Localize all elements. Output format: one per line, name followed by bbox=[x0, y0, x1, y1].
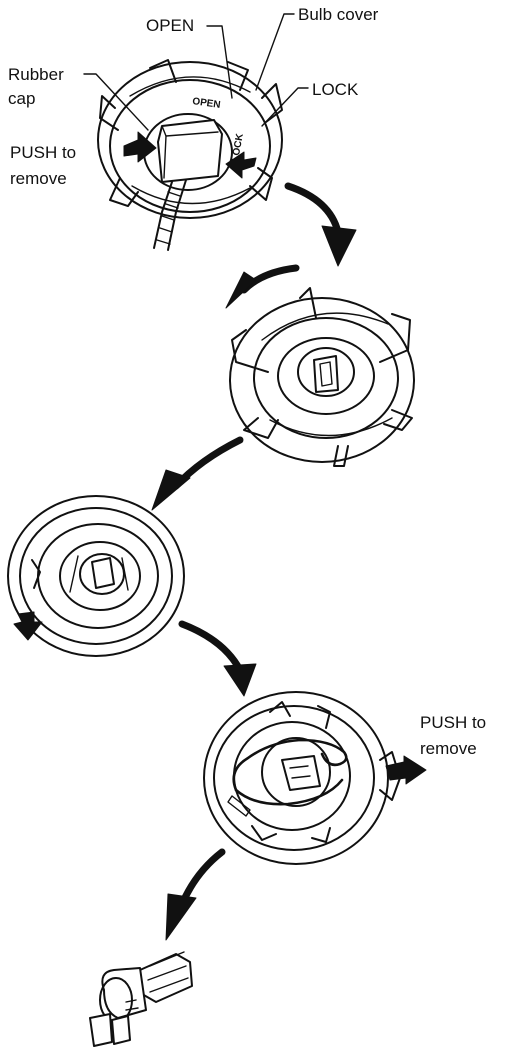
flow-arrow-4 bbox=[165, 848, 226, 941]
label-bulb-cover: Bulb cover bbox=[298, 5, 379, 24]
label-push-to-remove-1-line2: remove bbox=[10, 169, 67, 188]
push-arrow-clip bbox=[385, 755, 427, 785]
push-arrow-down bbox=[13, 611, 43, 641]
flow-arrow-1 bbox=[284, 182, 357, 267]
flow-arrow-2 bbox=[151, 436, 244, 511]
step1-labels: OPEN Bulb cover Rubber cap LOCK PUSH to … bbox=[8, 5, 379, 188]
label-push-to-remove-2-line1: PUSH to bbox=[420, 713, 486, 732]
step5-halogen-bulb bbox=[89, 951, 193, 1047]
step2-bulb-cover-rotate bbox=[225, 264, 415, 467]
label-lock: LOCK bbox=[312, 80, 359, 99]
step3-socket-face bbox=[7, 495, 185, 657]
step1-rubber-cap-assembly: OPEN LOCK bbox=[97, 59, 283, 251]
label-push-to-remove-2-line2: remove bbox=[420, 739, 477, 758]
step4-labels: PUSH to remove bbox=[420, 713, 486, 758]
label-rubber-cap-line1: Rubber bbox=[8, 65, 64, 84]
flow-arrow-3 bbox=[178, 620, 257, 697]
push-arrow-left bbox=[123, 131, 157, 163]
push-arrow-right bbox=[225, 151, 257, 179]
cap-open-mark: OPEN bbox=[192, 96, 222, 111]
label-open: OPEN bbox=[146, 16, 194, 35]
label-rubber-cap-line2: cap bbox=[8, 89, 35, 108]
label-push-to-remove-1-line1: PUSH to bbox=[10, 143, 76, 162]
step4-retaining-spring bbox=[203, 691, 427, 865]
